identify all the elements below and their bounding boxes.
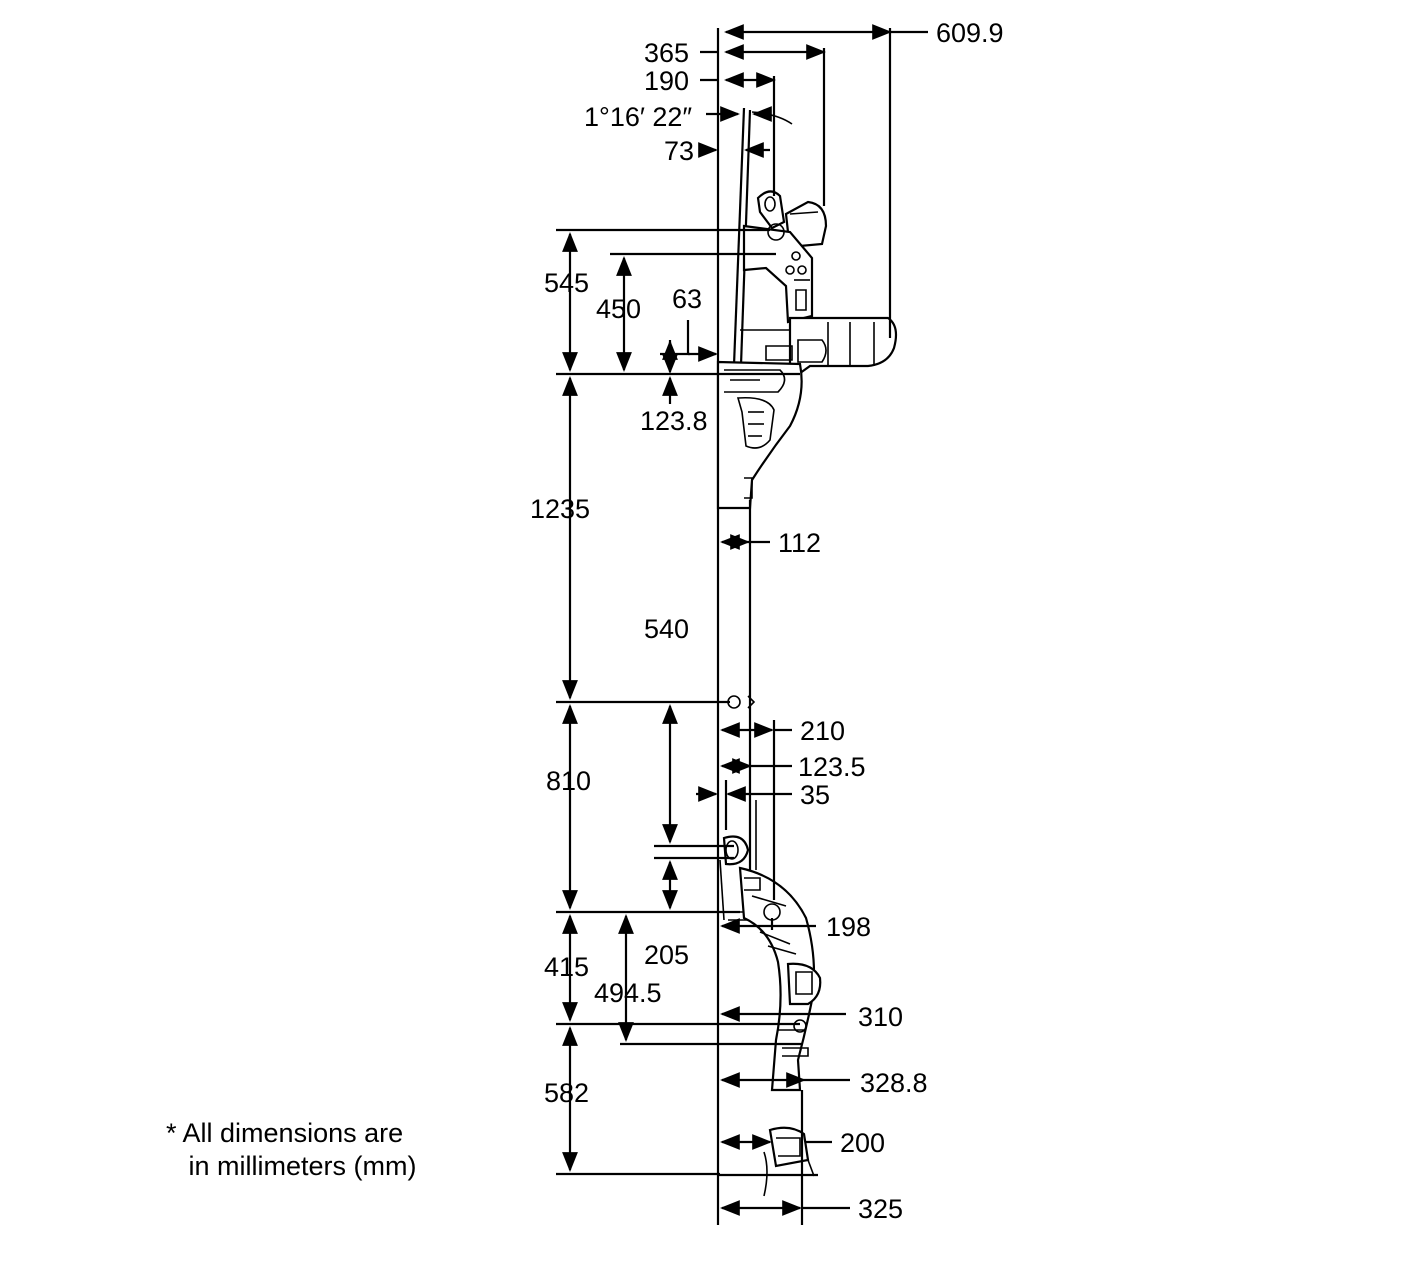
dim-123-5: 123.5 bbox=[798, 752, 866, 782]
dim-1235: 1235 bbox=[530, 494, 590, 524]
dimension-lines bbox=[556, 24, 928, 1216]
dim-123-8: 123.8 bbox=[640, 406, 708, 436]
dim-450: 450 bbox=[596, 294, 641, 324]
dim-63: 63 bbox=[672, 284, 702, 314]
dim-205: 205 bbox=[644, 940, 689, 970]
dim-190: 190 bbox=[644, 66, 689, 96]
dim-582: 582 bbox=[544, 1078, 589, 1108]
frame-drawing bbox=[716, 28, 898, 1225]
dim-35: 35 bbox=[800, 780, 830, 810]
dim-198: 198 bbox=[826, 912, 871, 942]
dim-328-8: 328.8 bbox=[860, 1068, 928, 1098]
dim-810: 810 bbox=[546, 766, 591, 796]
units-note-line-2: in millimeters (mm) bbox=[166, 1151, 417, 1181]
striker-block bbox=[740, 316, 898, 378]
dimension-labels: 609.9 365 190 1°16′ 22″ 73 545 450 63 12… bbox=[530, 18, 1004, 1224]
dim-200: 200 bbox=[840, 1128, 885, 1158]
dim-310: 310 bbox=[858, 1002, 903, 1032]
dim-325: 325 bbox=[858, 1194, 903, 1224]
units-note: * All dimensions are in millimeters (mm) bbox=[166, 1117, 417, 1183]
units-note-line-1: * All dimensions are bbox=[166, 1118, 404, 1148]
dim-210: 210 bbox=[800, 716, 845, 746]
dim-540: 540 bbox=[644, 614, 689, 644]
bottom-bracket bbox=[718, 1090, 818, 1225]
dim-545: 545 bbox=[544, 268, 589, 298]
dim-angle: 1°16′ 22″ bbox=[584, 102, 692, 132]
dim-73: 73 bbox=[664, 136, 694, 166]
upper-hinge-assembly bbox=[742, 190, 828, 324]
dim-494-5: 494.5 bbox=[594, 978, 662, 1008]
dim-609-9: 609.9 bbox=[936, 18, 1004, 48]
dim-365: 365 bbox=[644, 38, 689, 68]
pillar-casting bbox=[716, 360, 803, 510]
vertical-post bbox=[727, 500, 757, 910]
rocker-section bbox=[738, 866, 822, 1092]
pillar-line-left bbox=[732, 107, 746, 366]
dim-112: 112 bbox=[778, 528, 821, 558]
dim-415: 415 bbox=[544, 952, 589, 982]
